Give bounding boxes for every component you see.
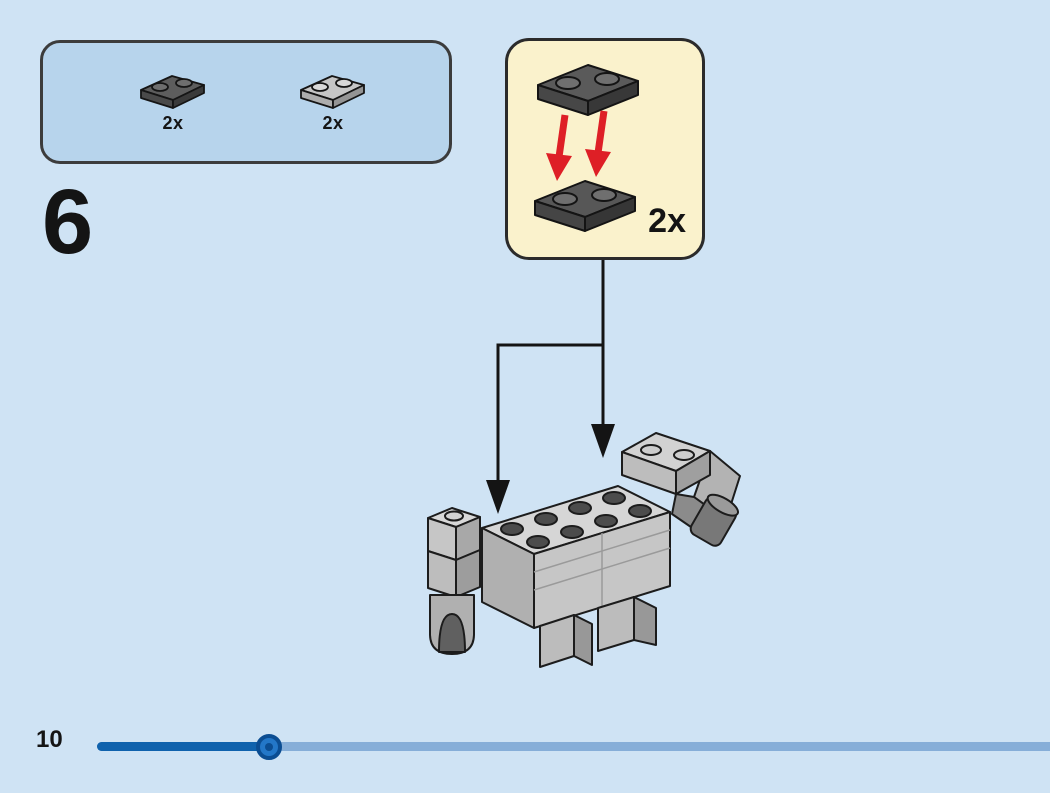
page-number: 10	[36, 726, 63, 753]
progress-track[interactable]	[97, 733, 1050, 760]
placement-arrow-icon	[486, 480, 510, 514]
progress-fill	[97, 742, 269, 751]
down-arrow-icon	[546, 110, 611, 181]
front-leg-part	[427, 507, 481, 655]
body-part	[481, 485, 671, 629]
part-item-light-plate: 2x	[291, 63, 375, 134]
step-number: 6	[42, 171, 94, 273]
progress-knob[interactable]	[255, 733, 282, 760]
plate-1x2-dark-gray-icon	[140, 75, 205, 109]
connector-lines	[496, 260, 605, 482]
part-count: 2x	[162, 113, 184, 133]
placement-arrow-icon	[591, 424, 615, 458]
stack-plates-diagram	[534, 64, 639, 232]
hoof-arch	[438, 613, 466, 653]
part-count: 2x	[322, 113, 344, 133]
parts-tray: 2x 2x	[40, 40, 452, 164]
model-illustration	[427, 432, 741, 668]
rear-wedge-part	[621, 432, 741, 547]
callout-count: 2x	[648, 202, 686, 240]
legs-part	[539, 596, 657, 668]
part-item-dark-plate: 2x	[131, 63, 215, 134]
assembly-callout: 2x	[505, 38, 705, 260]
plate-1x2-light-gray-icon	[300, 75, 365, 109]
nozzle-part	[689, 493, 739, 547]
